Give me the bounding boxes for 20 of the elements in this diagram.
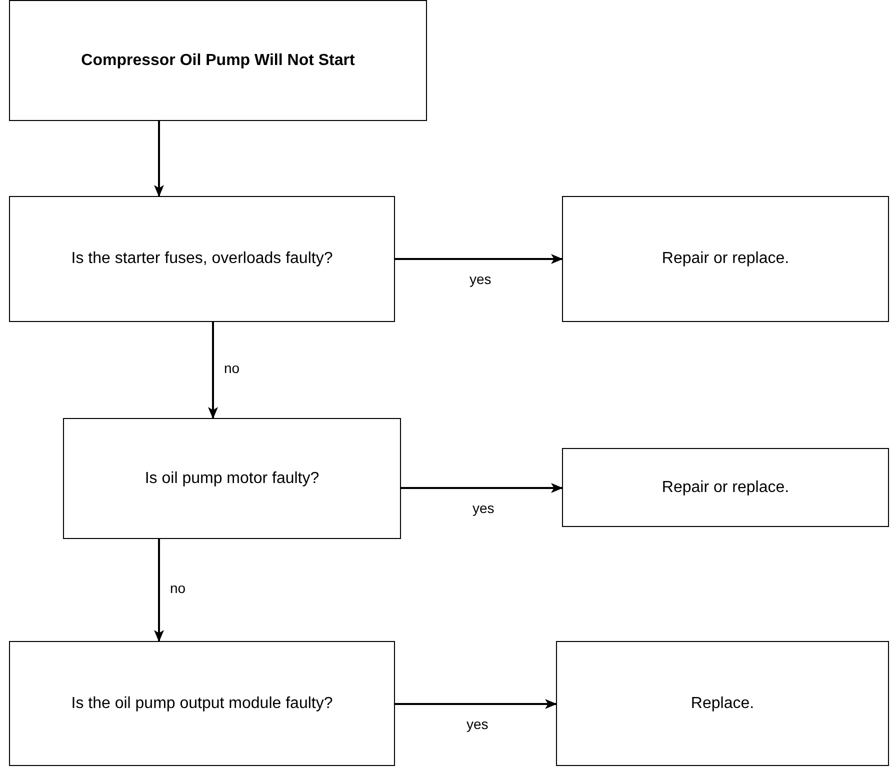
arrow <box>208 322 218 419</box>
process-box <box>556 641 889 766</box>
title-text: Compressor Oil Pump Will Not Start <box>81 50 355 70</box>
box-text: Is the oil pump output module faulty? <box>71 694 333 714</box>
arrow <box>154 539 164 642</box>
process-box <box>9 196 395 322</box>
box-text: Repair or replace. <box>662 249 790 269</box>
box-text: Is oil pump motor faulty? <box>144 468 320 488</box>
process-box <box>9 0 427 121</box>
process-box <box>562 448 889 527</box>
arrow <box>395 254 563 264</box>
process-box <box>63 418 401 539</box>
box-text: Replace. <box>690 694 754 714</box>
box-text: Is the starter fuses, overloads faulty? <box>71 249 333 269</box>
arrow <box>395 699 557 709</box>
arrow <box>154 121 164 197</box>
box-text: Repair or replace. <box>662 478 790 498</box>
process-box <box>9 641 395 766</box>
process-box <box>562 196 889 322</box>
arrow <box>401 483 563 493</box>
